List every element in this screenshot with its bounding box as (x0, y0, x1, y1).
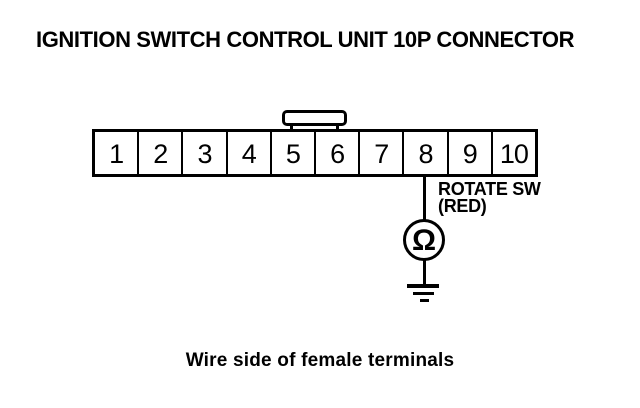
pin-cell-7: 7 (360, 132, 405, 174)
pin-cell-5: 5 (272, 132, 317, 174)
ground-wire (423, 259, 426, 285)
pin-cell-4: 4 (228, 132, 272, 174)
probe-wire-color: (RED) (438, 196, 487, 216)
ohm-symbol: Ω (411, 224, 437, 257)
connector-body: 1 2 3 4 5 6 7 8 9 10 (92, 129, 538, 177)
pin8-wire (423, 176, 426, 221)
ground-line-3 (420, 299, 429, 302)
ground-line-1 (407, 284, 439, 288)
probe-wire-label: ROTATE SW (RED) (438, 179, 541, 216)
pin-cell-6: 6 (316, 132, 361, 174)
ground-line-2 (413, 292, 434, 295)
diagram-title: IGNITION SWITCH CONTROL UNIT 10P CONNECT… (36, 27, 575, 52)
pin-cell-2: 2 (139, 132, 184, 174)
pin-cell-10: 10 (499, 138, 529, 169)
diagram-caption: Wire side of female terminals (185, 350, 455, 371)
probe-wire-name: ROTATE SW (438, 179, 541, 199)
pin-cell-1: 1 (95, 132, 140, 174)
pin-cell-3: 3 (183, 132, 228, 174)
ohmmeter-icon: Ω (403, 219, 445, 261)
pin-cell-9: 9 (449, 132, 493, 174)
connector-key-bar (282, 110, 347, 126)
pin-cell-8: 8 (404, 132, 449, 174)
